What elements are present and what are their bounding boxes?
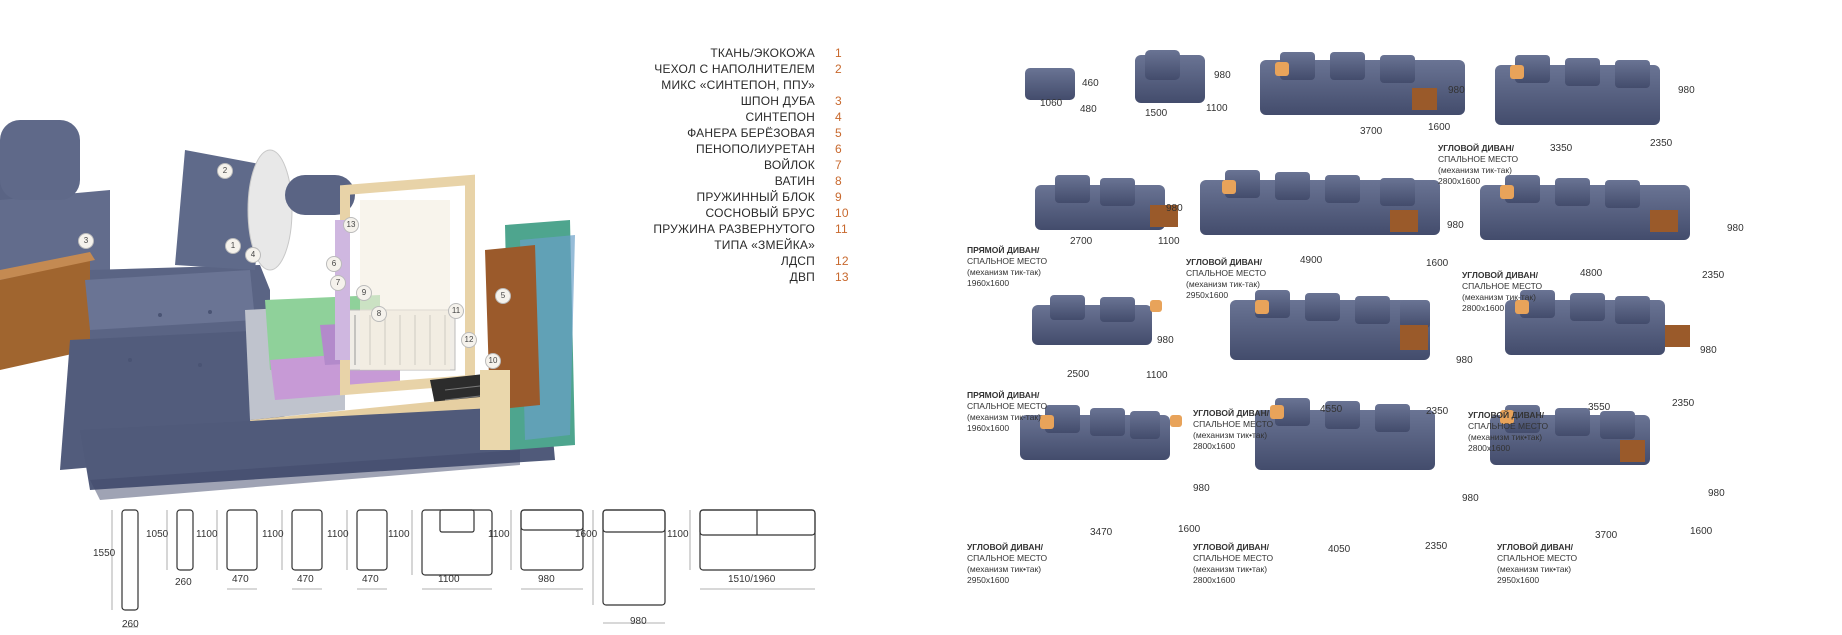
sofa-dimension: 3550 xyxy=(1588,402,1611,413)
sofa-dimension: 980 xyxy=(1157,335,1174,346)
sofa-dimension: 3700 xyxy=(1360,126,1383,137)
sofa-dimension: 1600 xyxy=(1426,258,1449,269)
sofa-caption: УГЛОВОЙ ДИВАН/СПАЛЬНОЕ МЕСТО(механизм ти… xyxy=(1193,542,1274,585)
sofa-caption: УГЛОВОЙ ДИВАН/СПАЛЬНОЕ МЕСТО(механизм ти… xyxy=(1462,270,1543,313)
callout-badge: 1 xyxy=(225,238,241,254)
sofa-dimension: 980 xyxy=(1456,355,1473,366)
legend-item: ТИПА «ЗМЕЙКА» xyxy=(714,238,815,252)
sofa-dimension: 980 xyxy=(1462,493,1479,504)
callout-badge: 3 xyxy=(78,233,94,249)
module-dimension: 1100 xyxy=(262,529,284,540)
module-dimension: 1100 xyxy=(388,529,410,540)
sofa-caption: УГЛОВОЙ ДИВАН/СПАЛЬНОЕ МЕСТО(механизм ти… xyxy=(1186,257,1267,300)
sofa-dimension: 1060 xyxy=(1040,98,1063,109)
sofa-dimension: 980 xyxy=(1214,70,1231,81)
module-dimension: 470 xyxy=(362,574,379,585)
sofa-dimension: 1600 xyxy=(1690,526,1713,537)
sofa-dimension: 2350 xyxy=(1702,270,1725,281)
sofa-dimension: 4900 xyxy=(1300,255,1323,266)
sofa-dimension: 980 xyxy=(1193,483,1210,494)
module-dimension: 260 xyxy=(122,619,139,630)
sofa-dimension: 980 xyxy=(1727,223,1744,234)
module-dimension: 980 xyxy=(630,616,647,627)
sofa-caption: ПРЯМОЙ ДИВАН/СПАЛЬНОЕ МЕСТО(механизм тик… xyxy=(967,245,1048,288)
module-dimension: 1100 xyxy=(196,529,218,540)
callout-badge: 6 xyxy=(326,256,342,272)
sofa-dimension: 4050 xyxy=(1328,544,1351,555)
sofa-dimension: 480 xyxy=(1080,104,1097,115)
sofa-caption: УГЛОВОЙ ДИВАН/СПАЛЬНОЕ МЕСТО(механизм ти… xyxy=(1193,408,1274,451)
callout-badge: 12 xyxy=(461,332,477,348)
sofa-caption: УГЛОВОЙ ДИВАН/СПАЛЬНОЕ МЕСТО(механизм ти… xyxy=(967,542,1048,585)
module-dimension: 1510/1960 xyxy=(728,574,776,585)
module-dimension: 1550 xyxy=(93,548,116,559)
sofa-dimension: 4550 xyxy=(1320,404,1343,415)
sofa-dimension: 2350 xyxy=(1425,541,1448,552)
sofa-dimension: 2350 xyxy=(1672,398,1695,409)
sofa-dimension: 980 xyxy=(1448,85,1465,96)
sofa-dimension: 2700 xyxy=(1070,236,1093,247)
module-outlines xyxy=(111,509,816,628)
sofa-dimension: 3350 xyxy=(1550,143,1573,154)
sofa-dimension: 4800 xyxy=(1580,268,1603,279)
module-dimension: 1100 xyxy=(327,529,349,540)
module-dimension: 470 xyxy=(297,574,314,585)
sofa-caption: УГЛОВОЙ ДИВАН/СПАЛЬНОЕ МЕСТО(механизм ти… xyxy=(1468,410,1549,453)
sofa-dimension: 1100 xyxy=(1146,370,1168,381)
sofa-caption: ПРЯМОЙ ДИВАН/СПАЛЬНОЕ МЕСТО(механизм тик… xyxy=(967,390,1048,433)
sofa-dimension: 980 xyxy=(1166,203,1183,214)
module-dimension: 1100 xyxy=(488,529,510,540)
callout-badge: 7 xyxy=(330,275,346,291)
module-dimension: 470 xyxy=(232,574,249,585)
callout-badge: 11 xyxy=(448,303,464,319)
module-dimension: 1100 xyxy=(667,529,689,540)
sofa-dimension: 1100 xyxy=(1206,103,1228,114)
callout-badge: 13 xyxy=(343,217,359,233)
callout-badge: 4 xyxy=(245,247,261,263)
callout-badge: 5 xyxy=(495,288,511,304)
module-dimension: 1100 xyxy=(438,574,460,585)
sofa-dimension: 980 xyxy=(1700,345,1717,356)
callout-badge: 9 xyxy=(356,285,372,301)
cutaway-illustration xyxy=(0,120,575,500)
sofa-dimension: 3700 xyxy=(1595,530,1618,541)
sofa-caption: УГЛОВОЙ ДИВАН/СПАЛЬНОЕ МЕСТО(механизм ти… xyxy=(1438,143,1519,186)
sofa-dimension: 1600 xyxy=(1428,122,1451,133)
module-dimension: 1600 xyxy=(575,529,598,540)
sofa-dimension: 980 xyxy=(1708,488,1725,499)
callout-badge: 8 xyxy=(371,306,387,322)
callout-badge: 10 xyxy=(485,353,501,369)
sofa-dimension: 460 xyxy=(1082,78,1099,89)
sofa-caption: УГЛОВОЙ ДИВАН/СПАЛЬНОЕ МЕСТО(механизм ти… xyxy=(1497,542,1578,585)
sofa-dimension: 980 xyxy=(1678,85,1695,96)
module-dimension: 260 xyxy=(175,577,192,588)
sofa-dimension: 2500 xyxy=(1067,369,1090,380)
sofa-dimension: 1600 xyxy=(1178,524,1201,535)
callout-badge: 2 xyxy=(217,163,233,179)
legend-item: МИКС «СИНТЕПОН, ППУ» xyxy=(661,78,815,92)
module-dimension: 1050 xyxy=(146,529,169,540)
sofa-dimension: 2350 xyxy=(1650,138,1673,149)
sofa-configurations xyxy=(1020,50,1690,470)
sofa-dimension: 1100 xyxy=(1158,236,1180,247)
sofa-dimension: 1500 xyxy=(1145,108,1168,119)
sofa-dimension: 3470 xyxy=(1090,527,1113,538)
sofa-dimension: 980 xyxy=(1447,220,1464,231)
module-dimension: 980 xyxy=(538,574,555,585)
sofa-dimension: 2350 xyxy=(1426,406,1449,417)
